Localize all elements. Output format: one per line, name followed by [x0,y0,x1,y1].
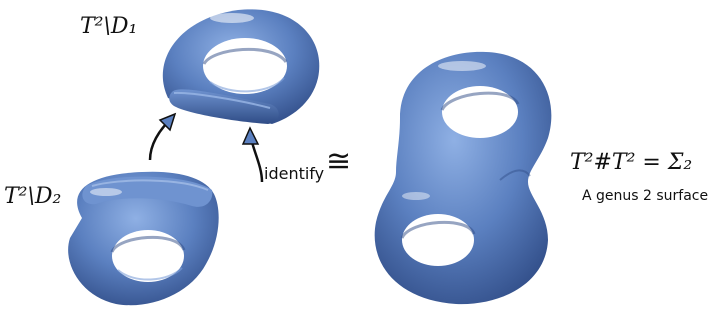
bottom-boundary-cut [82,176,213,207]
top-piece-label: T²\D₁ [80,14,138,39]
top-boundary-cut [169,89,279,124]
top-punctured-torus [162,9,320,124]
bottom-punctured-torus [68,171,219,306]
right-arrow [250,141,264,183]
bottom-piece-label: T²\D₂ [4,184,62,209]
result-caption: A genus 2 surface [582,188,709,204]
genus-2-surface [374,51,552,305]
identify-label: identify [264,164,325,183]
left-arrow [148,121,169,161]
left-arrowhead [158,112,177,132]
right-arrowhead [241,126,260,145]
congruence-symbol: ≅ [326,144,352,179]
result-formula: T²#T² = Σ₂ [570,150,693,175]
